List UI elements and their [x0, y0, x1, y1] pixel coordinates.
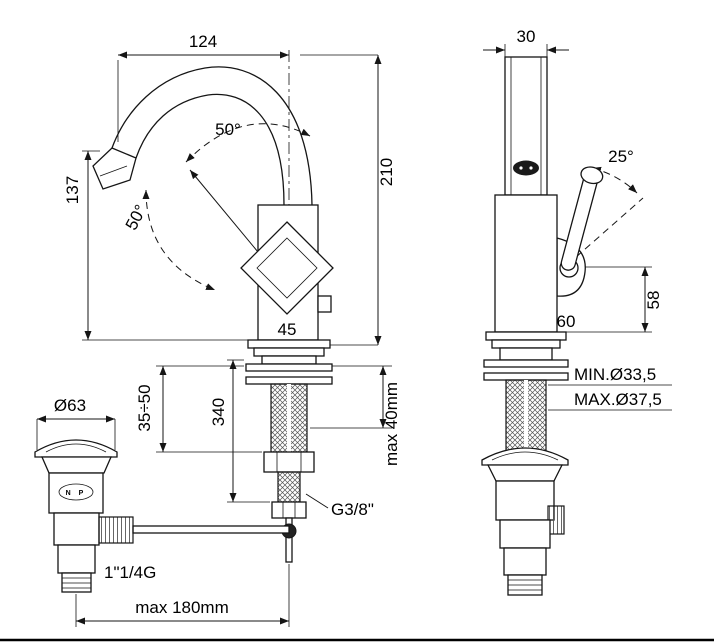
dim-340-label: 340 — [209, 398, 228, 426]
dim-3550-label: 35÷50 — [135, 384, 154, 431]
waste-dome — [481, 447, 569, 466]
base-flange-1 — [485, 331, 567, 341]
brand-dot-1 — [519, 166, 523, 170]
dim-137-label: 137 — [63, 176, 82, 204]
connector-facets — [282, 502, 296, 518]
brand-logo-text: N P — [66, 490, 87, 497]
dim-124-label: 124 — [189, 32, 217, 51]
hose-connector — [271, 501, 307, 519]
waste-tail-2 — [61, 572, 92, 593]
mount-plate-1 — [483, 359, 569, 368]
dim-max40-label: max 40mm — [382, 382, 401, 466]
hole-min-label: MIN.Ø33,5 — [574, 365, 656, 384]
g38-leader-line — [305, 493, 329, 509]
waste-dome — [34, 439, 118, 458]
dim-max180-label: max 180mm — [135, 598, 229, 617]
front-view: N P 124 50° 50° 137 210 45 340 35÷50 Ø63… — [34, 32, 401, 627]
lock-nut — [263, 451, 315, 473]
linkage-bar — [132, 525, 290, 534]
lever-swing-line — [566, 197, 644, 266]
angle-50-left-label: 50° — [122, 202, 151, 234]
dim-60-label: 60 — [557, 312, 576, 331]
lever-cap — [580, 166, 604, 185]
angle-25-label: 25° — [608, 147, 634, 166]
dim-58-label: 58 — [644, 291, 663, 310]
shank-gap — [287, 384, 291, 452]
mount-plate-1 — [245, 363, 333, 372]
brand-dot-2 — [529, 166, 533, 170]
brand-oval-side — [513, 160, 539, 176]
tail-thread-lines — [62, 577, 91, 589]
spout-mouth-line — [99, 165, 128, 177]
column-edge-lines — [510, 57, 542, 195]
handle-lever — [560, 166, 604, 271]
tail-thread-lines — [508, 579, 542, 591]
diamond-handle-facet — [256, 237, 318, 299]
popup-rod — [285, 517, 293, 563]
dim-30-label: 30 — [517, 27, 536, 46]
hole-max-label: MAX.Ø37,5 — [574, 390, 662, 409]
waste-tail-1 — [57, 544, 96, 574]
base-flange-2 — [491, 339, 561, 349]
dim-45-label: 45 — [278, 320, 297, 339]
hose-gap — [524, 380, 528, 455]
base-flange-1 — [247, 339, 331, 349]
angle-50-top-label: 50° — [215, 120, 241, 139]
waste-body — [48, 472, 104, 514]
brand-oval — [58, 483, 94, 501]
dim-210-label: 210 — [377, 158, 396, 186]
swing-arc-top — [185, 123, 311, 163]
faucet-body-side — [494, 194, 558, 333]
knurled-knob — [98, 516, 134, 544]
waste-dome-inner — [45, 443, 107, 453]
swing-arc-left — [142, 189, 216, 291]
lock-nut-facets — [276, 452, 302, 472]
inlet-thread-label: G3/8" — [331, 500, 374, 519]
spout-outer-curve — [111, 66, 313, 206]
supply-hose — [277, 471, 301, 503]
dim-d63-label: Ø63 — [54, 396, 86, 415]
mount-plate-2 — [483, 372, 569, 381]
mount-plate-2 — [245, 376, 333, 385]
side-view: 30 25° 58 60 MIN.Ø33,5 MAX.Ø37,5 — [481, 27, 672, 596]
waste-cup — [41, 456, 112, 474]
waste-dome-inner — [491, 451, 559, 461]
spout-inner-curve — [135, 93, 285, 206]
waste-tail-1 — [503, 547, 547, 576]
base-neck — [499, 347, 553, 361]
waste-mid — [53, 512, 100, 546]
spout-tip — [92, 147, 137, 190]
diamond-handle — [240, 221, 334, 315]
aerator-knob — [317, 295, 332, 313]
spout-column — [504, 56, 548, 196]
base-neck — [261, 355, 317, 365]
waste-thread-label: 1"1/4G — [104, 563, 156, 582]
base-flange-2 — [253, 347, 325, 357]
waste-cup — [486, 464, 564, 482]
waste-body — [495, 480, 555, 521]
waste-mid — [499, 519, 551, 549]
